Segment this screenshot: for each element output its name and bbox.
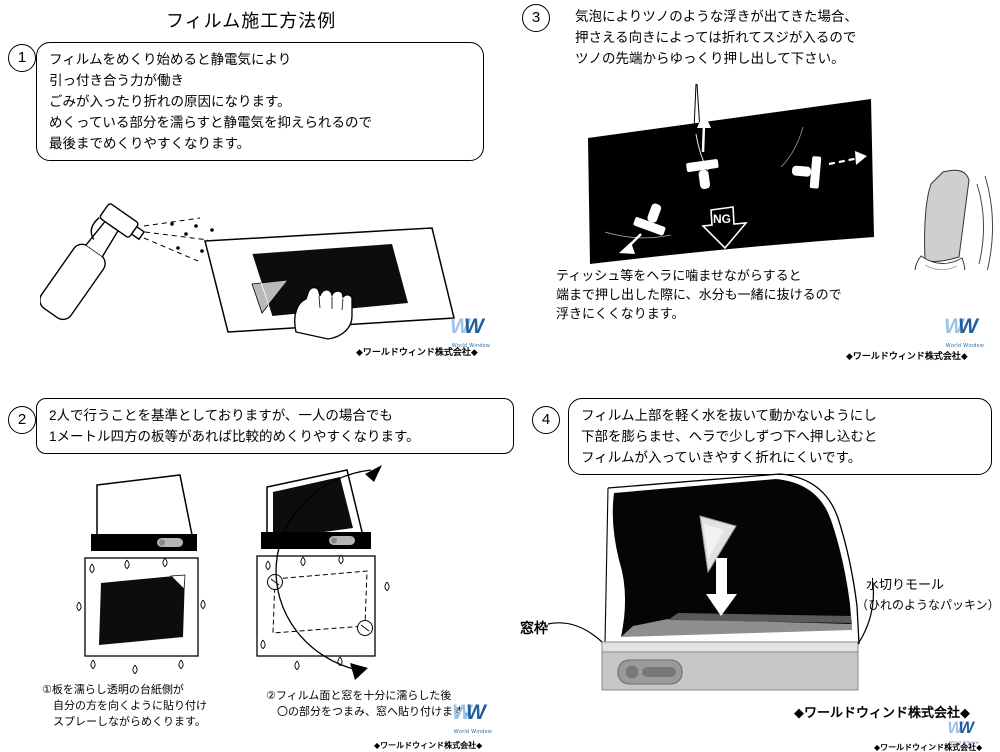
svg-text:W: W	[944, 315, 966, 338]
door-sill	[601, 641, 859, 691]
instruction-line: ツノの先端からゆっくり押し出して下さい。	[575, 51, 845, 66]
instruction-line: 最後までめくりやすくなります。	[49, 136, 251, 151]
ww-monogram-icon: W W	[944, 315, 980, 338]
window-frame-label: 窓枠	[520, 620, 548, 636]
section-3-note: ティッシュ等をヘラに噛ませながらすると 端まで押し出した際に、水分も一緒に抜ける…	[556, 266, 842, 323]
section-1-textbox: フィルムをめくり始めると静電気により 引っ付き合う力が働き ごみが入ったり折れの…	[36, 42, 484, 161]
section-3-number: 3	[522, 4, 550, 32]
squeegee-left-icon	[619, 203, 666, 254]
note-line: 浮きにくくなります。	[556, 306, 685, 321]
section-4-number: 4	[532, 406, 560, 434]
squeegee-tool	[699, 515, 737, 574]
ww-monogram-icon: W W	[948, 719, 976, 737]
instruction-line: 下部を膨らませ、ヘラで少しずつ下へ押し込むと	[581, 429, 878, 444]
world-window-logo: W W World Window	[942, 314, 988, 349]
tint-film	[612, 479, 852, 637]
svg-text:W: W	[452, 701, 474, 724]
section-4-textbox: フィルム上部を軽く水を抜いて動かないようにし 下部を膨らませ、ヘラで少しずつ下へ…	[568, 398, 992, 475]
spray-bottle	[40, 203, 146, 321]
caption-line: 〇の部分をつまみ、窓へ貼り付けます。	[277, 706, 474, 718]
instruction-line: フィルムをめくり始めると静電気により	[49, 52, 292, 67]
svg-text:W: W	[450, 315, 472, 338]
note-line: 端まで押し出した際に、水分も一緒に抜けるので	[556, 287, 842, 302]
svg-text:W: W	[958, 315, 980, 338]
caption-line: ②フィルム面と窓を十分に濡らした後	[266, 690, 452, 702]
ww-monogram-icon: W W	[452, 701, 488, 724]
step-caption-2: ②フィルム面と窓を十分に濡らした後 〇の部分をつまみ、窓へ貼り付けます。	[266, 688, 474, 720]
svg-text:W: W	[948, 719, 965, 737]
page-title: フィルム施工方法例	[166, 11, 337, 31]
section-1-number: 1	[8, 44, 36, 72]
instruction-line: フィルムが入っていきやすく折れにくいです。	[581, 450, 862, 465]
squeegee-up-icon	[686, 112, 719, 189]
logo-caption: World Window	[949, 740, 979, 746]
section-2-textbox: 2人で行うことを基準としておりますが、一人の場合でも 1メートル四方の板等があれ…	[36, 398, 514, 454]
instruction-line: ごみが入ったり折れの原因になります。	[49, 94, 291, 109]
hand	[294, 286, 353, 340]
window-frame-outline	[604, 473, 860, 645]
world-window-logo: W W World Window	[448, 314, 494, 349]
door-diagram-before	[76, 474, 206, 675]
caption-line: スプレーしながらめくります。	[53, 716, 206, 728]
logo-caption: World Window	[453, 729, 493, 735]
ng-label: NG	[713, 212, 731, 226]
caption-line: 自分の方を向くように貼り付け	[53, 700, 207, 712]
push-down-arrow	[706, 558, 737, 616]
svg-text:W: W	[958, 719, 975, 737]
tinted-window	[588, 83, 874, 264]
company-name: ◆ワールドウィンド株式会社◆	[374, 741, 483, 750]
instruction-line: 引っ付き合う力が働き	[49, 73, 184, 88]
ng-arrow: NG	[701, 206, 748, 250]
instruction-line: フィルム上部を軽く水を抜いて動かないようにし	[581, 408, 877, 423]
company-name: ◆ワールドウィンド株式会社◆	[794, 705, 970, 720]
door-panels-illustration	[76, 465, 390, 680]
step-caption-1: ①板を濡らし透明の台紙側が 自分の方を向くように貼り付け スプレーしながらめくり…	[42, 682, 207, 730]
section-2-number: 2	[8, 406, 36, 434]
world-window-logo: W W World Window	[450, 700, 496, 735]
svg-text:W: W	[466, 701, 488, 724]
section-3-text: 気泡によりツノのような浮きが出てきた場合、 押さえる向きによっては折れてスジが入…	[575, 6, 858, 69]
instruction-line: 押さえる向きによっては折れてスジが入るので	[575, 30, 857, 45]
film-insert-illustration	[547, 473, 875, 691]
company-name: ◆ワールドウィンド株式会社◆	[356, 347, 478, 357]
bubble-push-illustration: NG	[588, 83, 993, 270]
company-name: ◆ワールドウィンド株式会社◆	[846, 351, 968, 361]
caption-line: ①板を濡らし透明の台紙側が	[42, 684, 184, 696]
note-line: ティッシュ等をヘラに噛ませながらすると	[556, 268, 802, 283]
instruction-line: 1メートル四方の板等があれば比較的めくりやすくなります。	[49, 429, 420, 444]
logo-caption: World Window	[451, 343, 491, 349]
molding-label: 水切りモール	[866, 577, 945, 592]
company-name: ◆ワールドウィンド株式会社◆	[874, 743, 983, 752]
logo-caption: World Window	[945, 343, 985, 349]
ww-monogram-icon: W W	[450, 315, 486, 338]
molding-sublabel: （ひれのようなパッキン）	[856, 598, 1000, 612]
rotate-arrow	[275, 465, 382, 680]
molding-pointer-line	[857, 583, 875, 645]
instruction-line: 気泡によりツノのような浮きが出てきた場合、	[575, 9, 858, 24]
world-window-logo: W W World Window	[946, 718, 982, 745]
film-sheet	[204, 227, 455, 333]
tissue-squeegee	[914, 169, 993, 270]
instruction-line: めくっている部分を濡らすと静電気を抑えられるので	[49, 115, 373, 130]
instruction-line: 2人で行うことを基準としておりますが、一人の場合でも	[49, 408, 393, 423]
door-diagram-after	[256, 469, 390, 671]
frame-pointer-line	[547, 622, 603, 643]
spray-mist	[143, 217, 214, 262]
spray-peel-illustration	[40, 203, 455, 340]
squeegee-right-icon	[791, 151, 867, 189]
svg-text:W: W	[464, 315, 486, 338]
